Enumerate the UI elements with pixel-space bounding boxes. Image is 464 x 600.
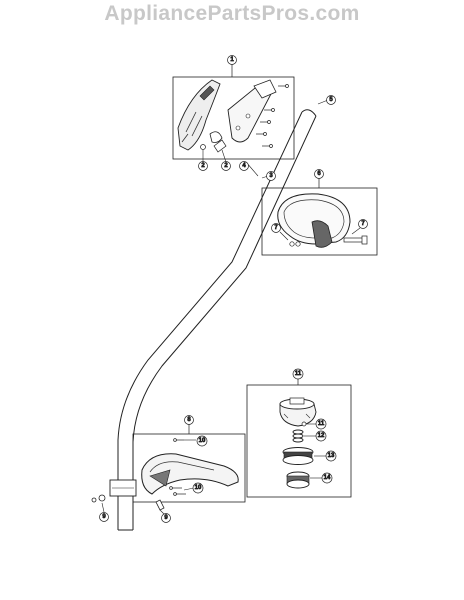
handle-assembly-group: [172, 63, 295, 177]
callout-7b: 7: [358, 219, 368, 229]
guard-assembly-group: [261, 178, 378, 256]
handle-grip: [177, 79, 221, 151]
svg-text:7: 7: [274, 225, 278, 231]
svg-text:11: 11: [318, 421, 325, 427]
callout-7a: 7: [271, 223, 281, 233]
svg-text:2: 2: [224, 163, 228, 169]
callout-3: 3: [266, 171, 276, 181]
callout-10b: 10: [192, 482, 204, 494]
callout-11b: 11: [315, 418, 327, 430]
svg-text:8: 8: [187, 417, 191, 423]
trimmer-head-box: [246, 384, 352, 498]
svg-text:9: 9: [102, 514, 106, 520]
callout-4: 4: [239, 161, 249, 171]
callout-5: 5: [326, 95, 336, 105]
svg-text:2: 2: [201, 163, 205, 169]
handle-assembly-box: [172, 76, 295, 160]
callout-1: 1: [227, 55, 237, 65]
svg-text:5: 5: [329, 97, 333, 103]
callout-14: 14: [321, 472, 333, 484]
callout-10a: 10: [196, 435, 208, 447]
trigger: [209, 131, 223, 143]
callout-13: 13: [325, 450, 337, 462]
svg-text:13: 13: [328, 453, 335, 459]
callout-9a: 9: [99, 512, 109, 522]
callout-6: 6: [314, 169, 324, 179]
callout-9b: 9: [161, 513, 171, 523]
svg-text:14: 14: [324, 475, 331, 481]
guard-shell: [277, 193, 351, 245]
svg-text:7: 7: [361, 221, 365, 227]
spool-housing: [286, 471, 310, 489]
svg-text:10: 10: [199, 438, 206, 444]
watermark-text: AppliancePartsPros.com: [104, 2, 360, 25]
callout-8: 8: [184, 415, 194, 425]
spool: [282, 447, 314, 465]
callout-11: 11: [292, 368, 304, 380]
deflector-group: [91, 424, 246, 515]
svg-text:11: 11: [295, 371, 302, 377]
callout-12: 12: [315, 430, 327, 442]
trimmer-head-group: [246, 378, 352, 498]
svg-text:1: 1: [230, 57, 234, 63]
svg-text:4: 4: [242, 163, 246, 169]
guard-assembly-box: [261, 187, 378, 256]
svg-text:3: 3: [269, 173, 273, 179]
spool-cover: [279, 397, 317, 427]
spring: [292, 429, 304, 443]
svg-text:6: 6: [317, 171, 321, 177]
svg-text:10: 10: [195, 485, 202, 491]
svg-text:9: 9: [164, 515, 168, 521]
svg-text:12: 12: [318, 433, 325, 439]
callout-2b: 2: [221, 161, 231, 171]
callouts: 1 2 2 4 5 3 6 7 7 8 10 10 9 9 11 11: [99, 55, 368, 523]
callout-2a: 2: [198, 161, 208, 171]
